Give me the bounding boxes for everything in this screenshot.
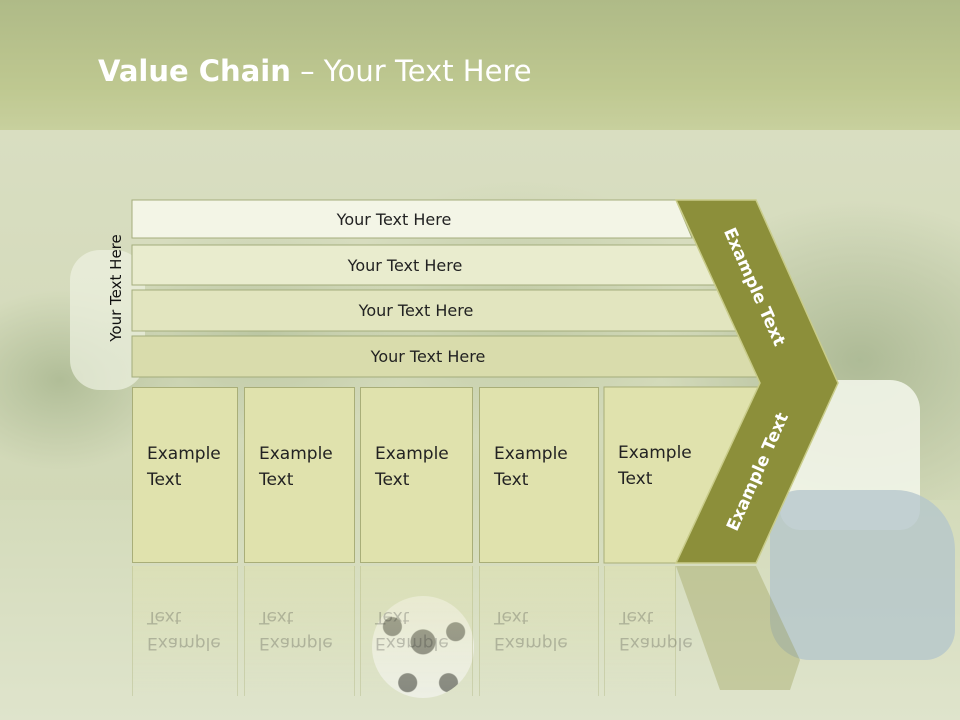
bar-3: Your Text Here: [132, 291, 720, 329]
value-box-3: Example Text: [360, 387, 473, 563]
value-box-1: Example Text: [132, 387, 238, 563]
box-1-line2: Text: [147, 470, 182, 490]
bar-3-label: Your Text Here: [358, 300, 474, 320]
box-3-line2: Text: [375, 470, 410, 490]
bar-4: Your Text Here: [132, 337, 744, 375]
title-rest: – Your Text Here: [290, 54, 532, 88]
value-box-5: Example Text: [604, 387, 694, 563]
box-2-line1: Example: [259, 444, 333, 464]
value-box-2: Example Text: [244, 387, 355, 563]
box-3-line1: Example: [375, 444, 449, 464]
bar-2: Your Text Here: [132, 246, 698, 284]
bar-4-label: Your Text Here: [370, 346, 486, 366]
bar-2-label: Your Text Here: [347, 255, 463, 275]
box-4-line1: Example: [494, 444, 568, 464]
slide-title: Value Chain – Your Text Here: [98, 54, 532, 88]
title-bold: Value Chain: [98, 54, 291, 88]
box-4-line2: Text: [494, 470, 529, 490]
value-box-4: Example Text: [479, 387, 599, 563]
box-5-line1: Example: [618, 443, 692, 463]
box-1-line1: Example: [147, 444, 221, 464]
bar-1: Your Text Here: [132, 200, 676, 238]
box-5-line2: Text: [618, 469, 653, 489]
box-2-line2: Text: [259, 470, 294, 490]
bar-1-label: Your Text Here: [336, 209, 452, 229]
soccer-ball: [372, 596, 474, 698]
side-label: Your Text Here: [107, 234, 125, 342]
